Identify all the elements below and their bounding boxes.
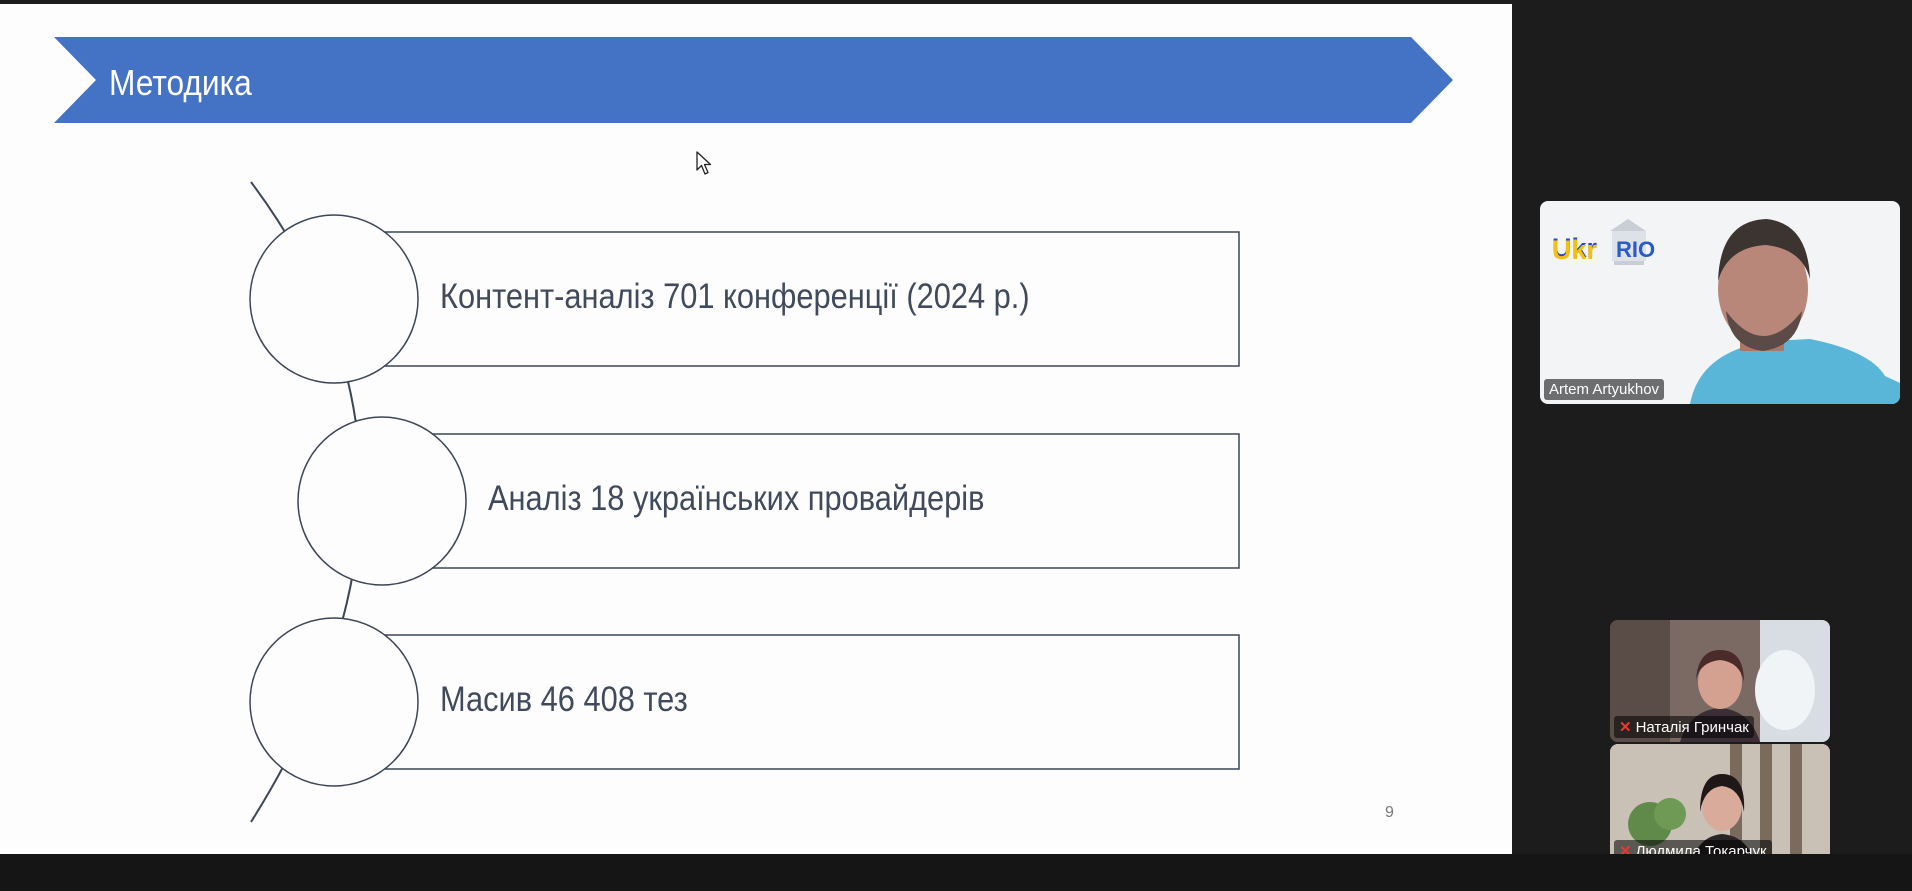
presentation-slide: Методика Контент-аналіз 701 конференції …: [0, 4, 1512, 854]
camera-feed-artem: [1690, 219, 1900, 404]
logo-text-ukr: Ukr: [1552, 235, 1598, 265]
mic-off-icon: ✕: [1619, 719, 1632, 736]
item-circle-1: [249, 214, 419, 384]
slide-title: Методика: [109, 62, 252, 103]
item-text-1: Контент-аналіз 701 конференції (2024 р.): [440, 277, 1030, 316]
meeting-bottom-bar: [0, 854, 1912, 891]
slide-page-number: 9: [1385, 804, 1394, 821]
participant-label-natalia: ✕Наталія Гринчак: [1614, 716, 1754, 738]
slide-graphics: [54, 37, 1453, 823]
item-box-3: [329, 634, 1240, 770]
participant-name-natalia: Наталія Гринчак: [1635, 719, 1749, 736]
item-circle-2: [297, 416, 467, 586]
participant-name-artem: Artem Artyukhov: [1544, 379, 1665, 400]
item-circle-3: [249, 617, 419, 787]
participant-tile-natalia[interactable]: ✕Наталія Гринчак: [1610, 620, 1830, 742]
building-icon: [1610, 219, 1646, 265]
participant-tile-artem[interactable]: Ukr RIO Artem Artyukhov: [1540, 201, 1900, 404]
mouse-pointer-icon: [696, 151, 712, 175]
item-box-2: [379, 433, 1240, 569]
organization-logo: Ukr RIO: [1552, 215, 1662, 271]
logo-text-rio: RIO: [1616, 237, 1656, 262]
item-text-3: Масив 46 408 тез: [440, 680, 688, 719]
title-banner: [54, 37, 1453, 123]
item-text-2: Аналіз 18 українських провайдерів: [488, 479, 985, 518]
participant-tile-liudmyla[interactable]: ✕Людмила Токарчук: [1610, 744, 1830, 866]
item-box-1: [329, 231, 1240, 367]
